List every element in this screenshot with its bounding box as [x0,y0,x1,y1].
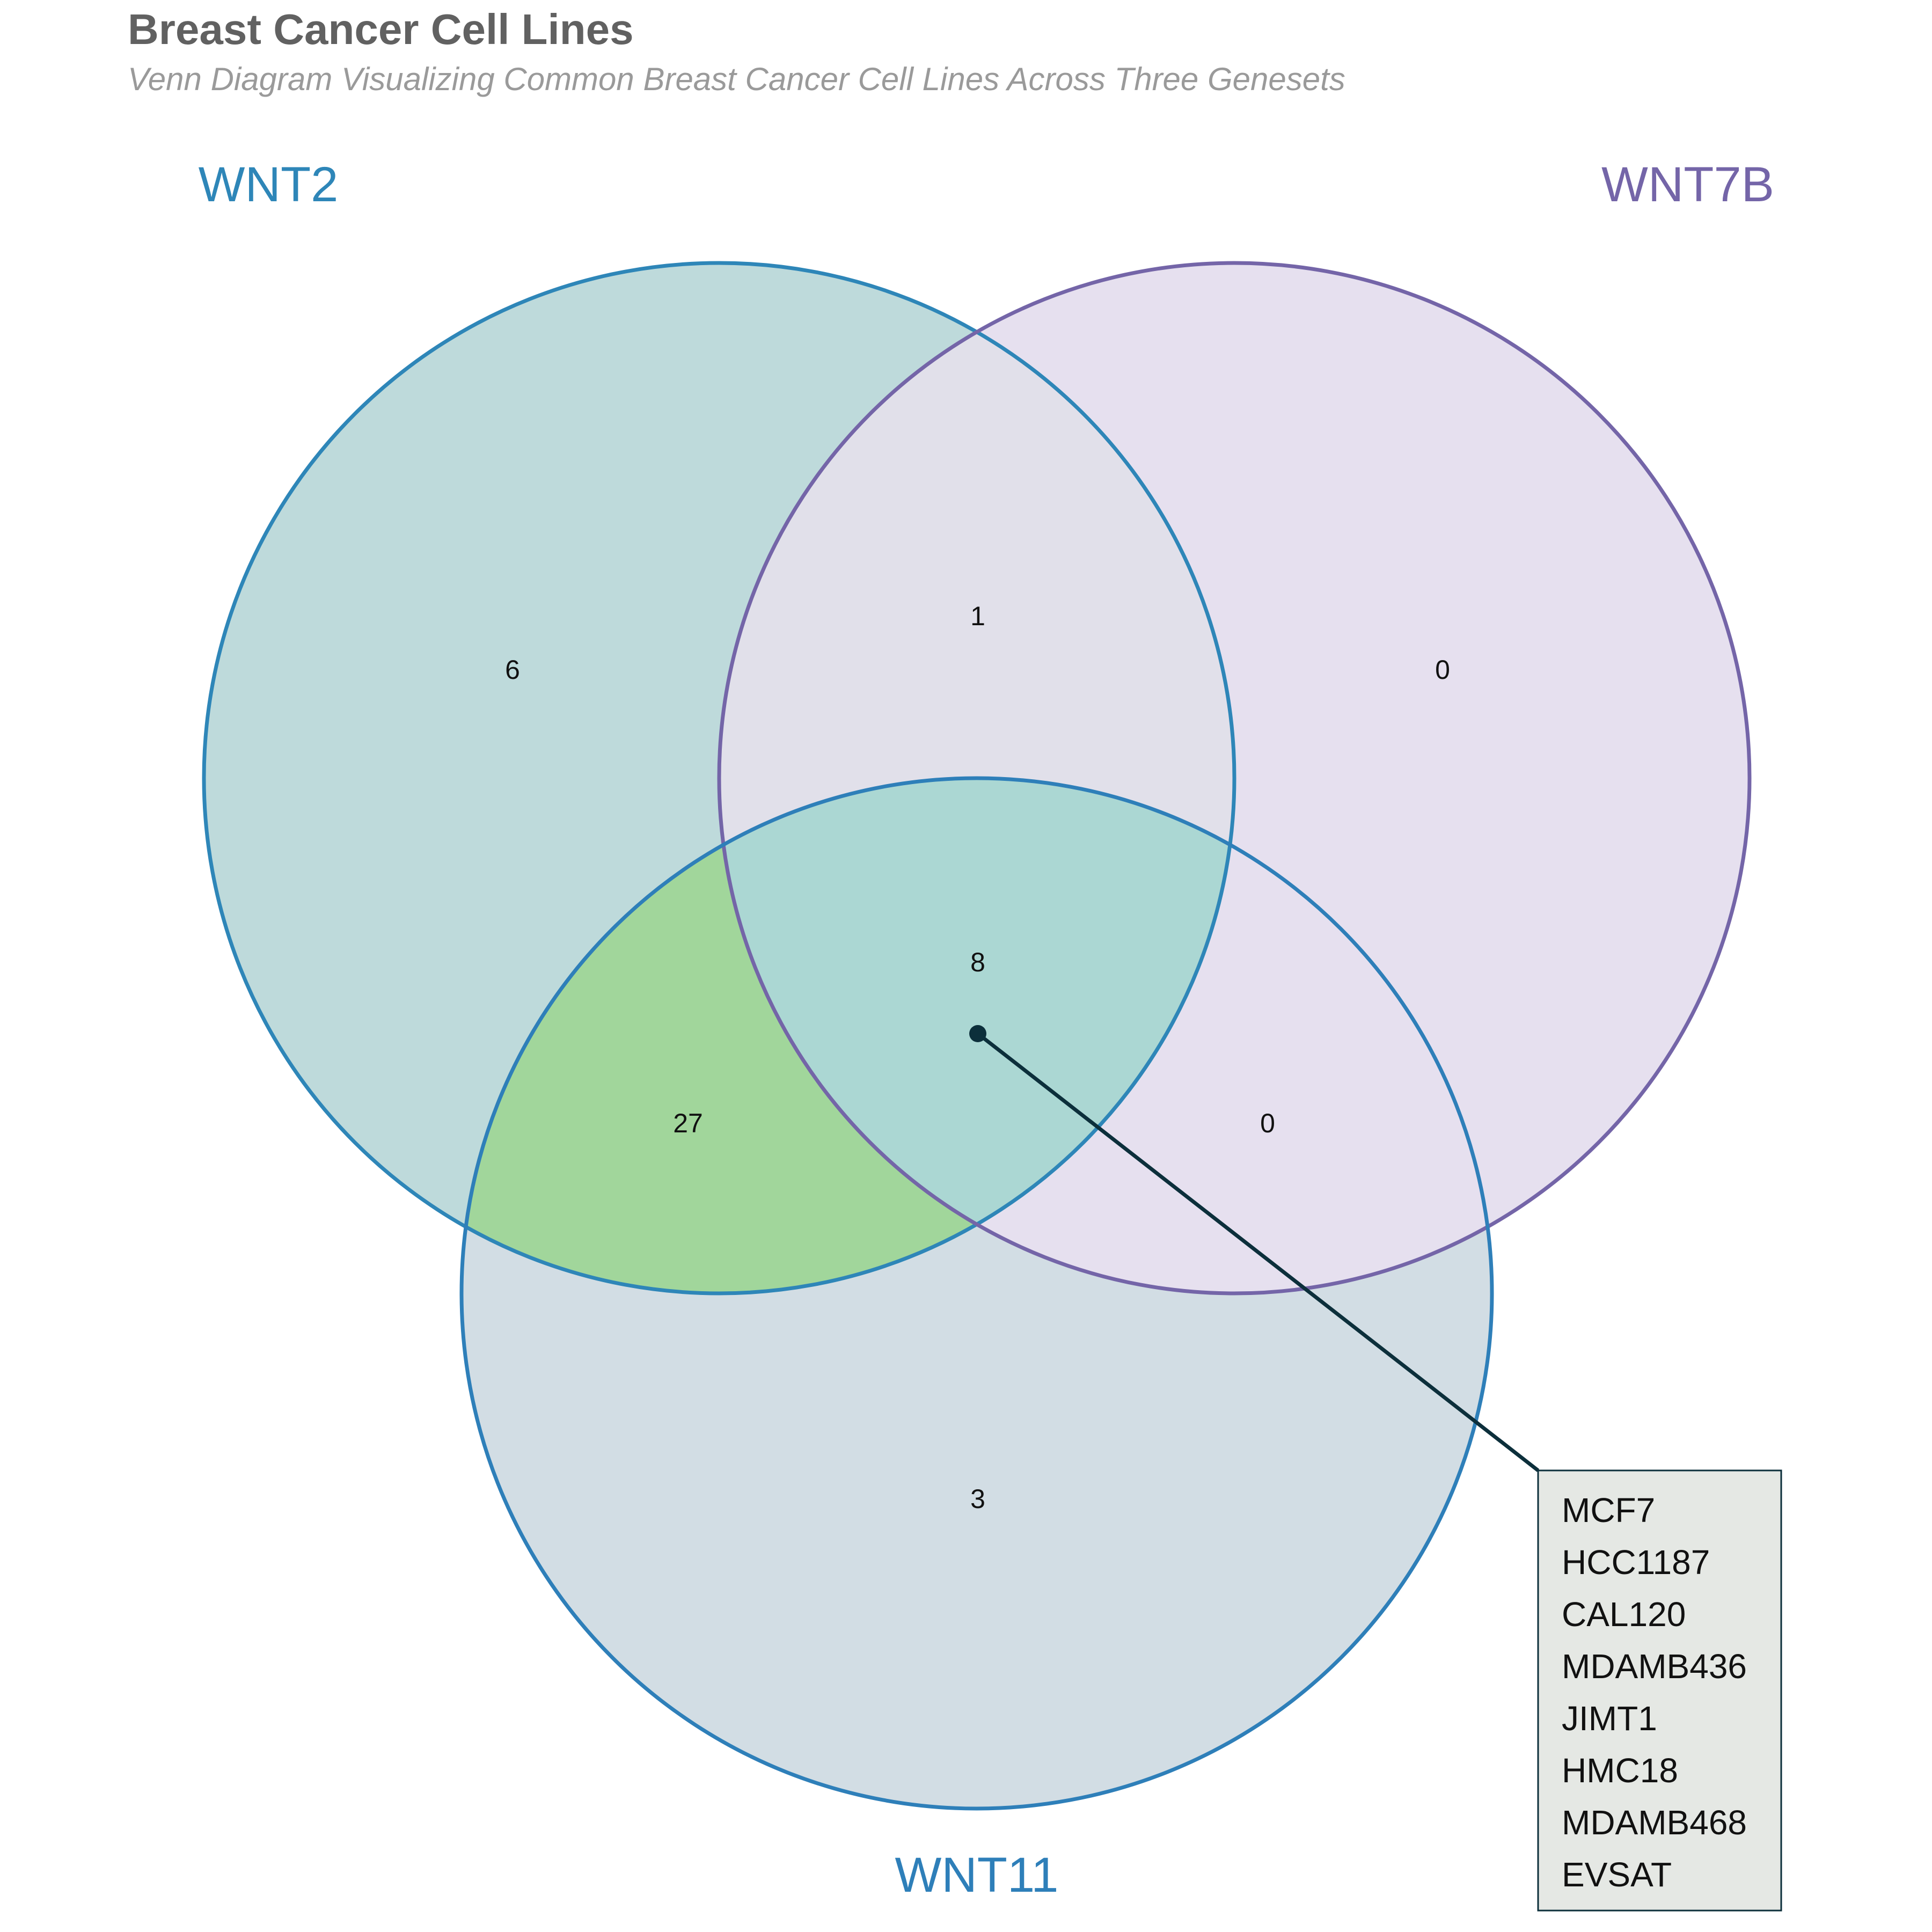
diagram-subtitle: Venn Diagram Visualizing Common Breast C… [128,61,1345,97]
callout-item: EVSAT [1562,1855,1672,1894]
callout-item-list: MCF7HCC1187CAL120MDAMB436JIMT1HMC18MDAMB… [1562,1491,1747,1894]
count-all-three: 8 [970,947,985,977]
set-label-wnt11: WNT11 [895,1848,1059,1902]
wnt7b-circle-outline [717,261,1752,1296]
count-wnt2-only: 6 [505,655,520,685]
set-label-wnt7b: WNT7B [1601,157,1774,212]
wnt2-circle-outline [202,261,1236,1296]
callout-box [1537,1469,1782,1912]
callout-item: MDAMB436 [1562,1647,1747,1686]
callout-item: HMC18 [1562,1751,1678,1790]
count-wnt7b-wnt11: 0 [1260,1108,1275,1138]
callout-item: MCF7 [1562,1491,1655,1529]
callout-leader-line [976,1032,1540,1472]
callout-anchor-dot [969,1025,986,1042]
count-wnt2-wnt7b: 1 [970,601,985,631]
wnt2-wnt11-intersection [462,778,1234,1293]
diagram-title: Breast Cancer Cell Lines [128,5,634,53]
callout-item: HCC1187 [1562,1543,1710,1582]
callout-item: JIMT1 [1562,1699,1657,1738]
wnt11-circle-outline [459,776,1494,1811]
count-wnt2-wnt11: 27 [673,1108,703,1138]
callout-item: CAL120 [1562,1595,1686,1634]
count-wnt7b-only: 0 [1435,655,1450,685]
wnt7b-wnt11-intersection [719,778,1492,1293]
callout-item: MDAMB468 [1562,1803,1747,1842]
count-wnt11-only: 3 [970,1484,985,1514]
set-label-wnt2: WNT2 [199,157,339,212]
